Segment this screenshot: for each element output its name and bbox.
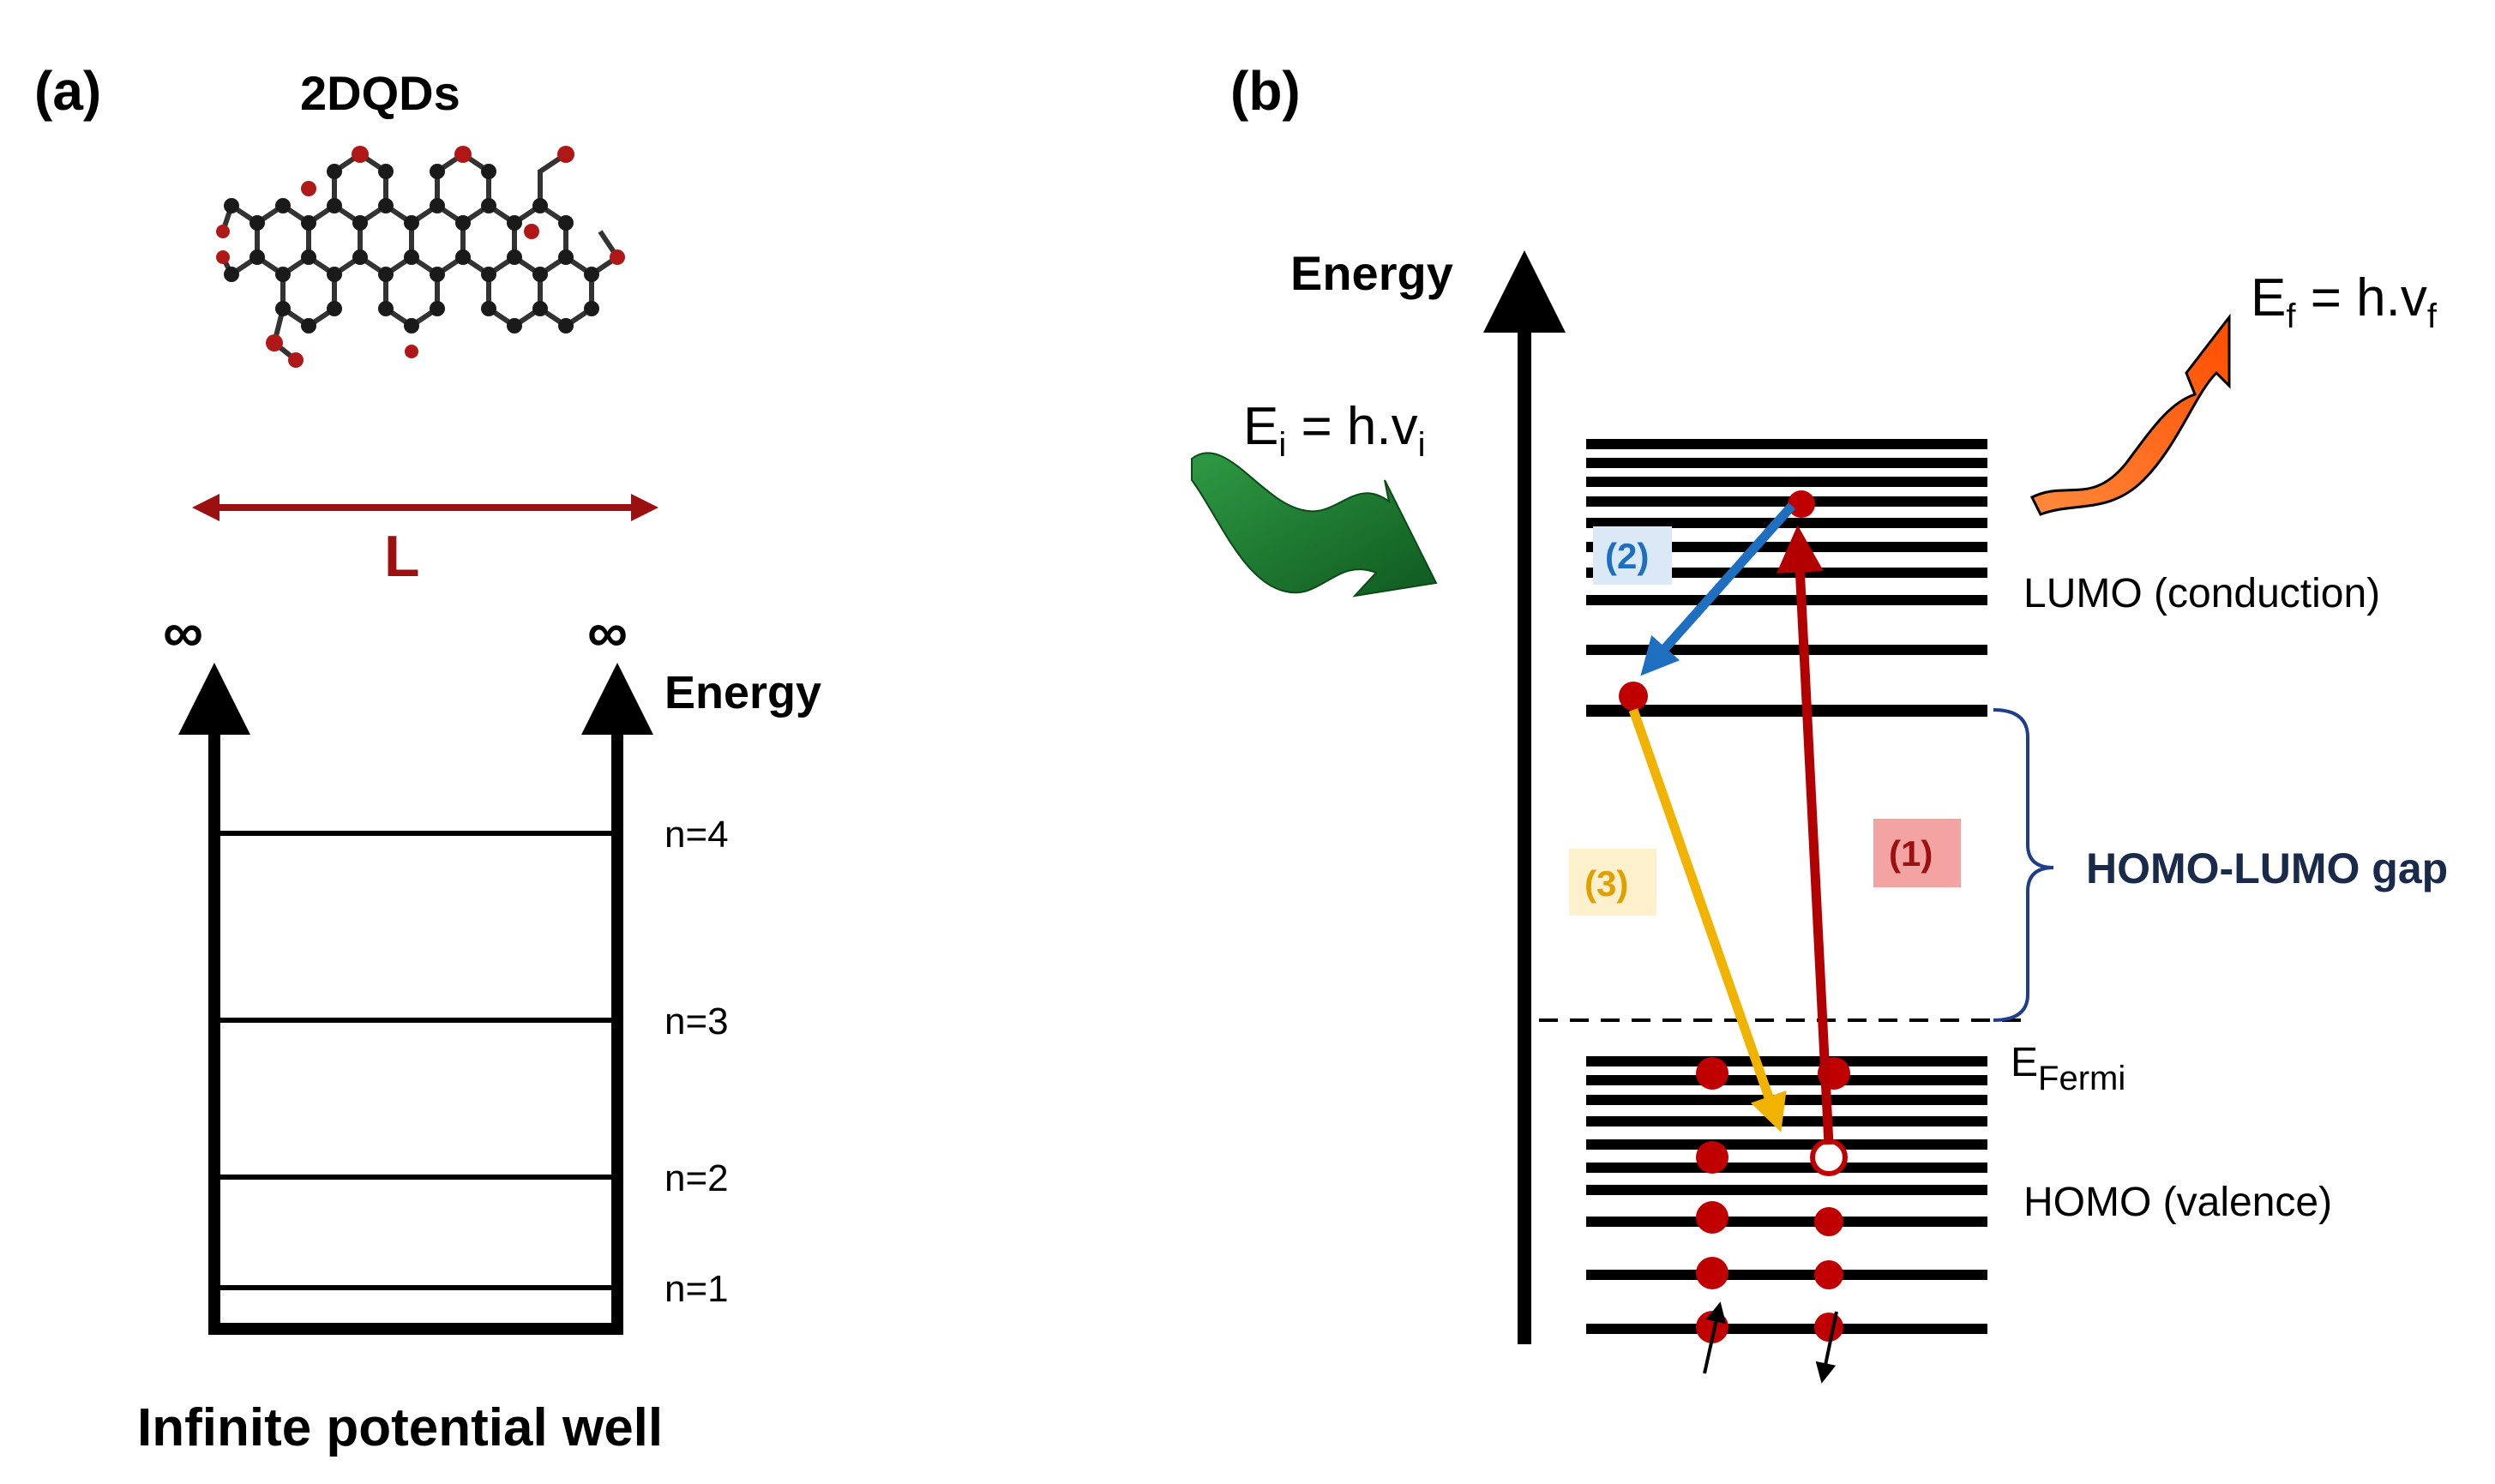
homo-levels: [1586, 1056, 1987, 1334]
step2-relaxation-arrow: [1640, 502, 1796, 676]
molecule-icon: [216, 146, 625, 368]
step3-label: (3): [1584, 863, 1628, 904]
spin-arrow: [1815, 1311, 1838, 1384]
electron: [1814, 1207, 1843, 1236]
hole: [1810, 1139, 1848, 1176]
electron: [1814, 1260, 1843, 1289]
gap-label: HOMO-LUMO gap: [2086, 844, 2448, 892]
level-label-n3: n=3: [664, 1000, 729, 1042]
fermi-label: EFermi: [2011, 1040, 2125, 1097]
step1-badge: [1873, 819, 1961, 887]
step3-emission-arrow: [1628, 708, 1787, 1133]
incident-photon-label: Ei = h.vi: [1243, 397, 1426, 464]
electron: [1696, 1201, 1728, 1234]
well-caption: Infinite potential well: [137, 1398, 663, 1457]
gap-brace: [1993, 708, 2054, 1022]
length-label: L: [384, 524, 420, 589]
panel-a-label: (a): [34, 60, 101, 122]
panel-b-label: (b): [1230, 60, 1301, 122]
energy-axis-label: Energy: [1290, 246, 1453, 300]
homo-label: HOMO (valence): [2023, 1180, 2332, 1225]
electron: [1814, 1313, 1843, 1342]
incident-photon-arrow: [1191, 452, 1438, 598]
emitted-photon-arrow: [2029, 313, 2231, 516]
electron: [1696, 1257, 1728, 1289]
well-energy-label: Energy: [664, 667, 821, 718]
spin-arrow: [1703, 1301, 1727, 1374]
excited-electron: [1788, 490, 1815, 518]
step1-excitation-arrow: [1776, 525, 1834, 1145]
infinity-right: ∞: [587, 600, 628, 664]
electron: [1696, 1057, 1728, 1090]
step2-badge: [1593, 526, 1672, 585]
level-label-n2: n=2: [664, 1157, 729, 1199]
level-label-n4: n=4: [664, 814, 729, 856]
level-label-n1: n=1: [664, 1268, 729, 1310]
relaxed-electron: [1619, 682, 1648, 711]
step2-label: (2): [1605, 536, 1649, 576]
infinity-left: ∞: [163, 600, 203, 664]
emitted-photon-label: Ef = h.vf: [2251, 268, 2438, 335]
step3-badge: [1569, 849, 1656, 916]
molecule-title: 2DQDs: [300, 66, 460, 120]
step1-label: (1): [1889, 833, 1933, 874]
lumo-label: LUMO (conduction): [2023, 571, 2380, 616]
electron: [1696, 1141, 1728, 1174]
